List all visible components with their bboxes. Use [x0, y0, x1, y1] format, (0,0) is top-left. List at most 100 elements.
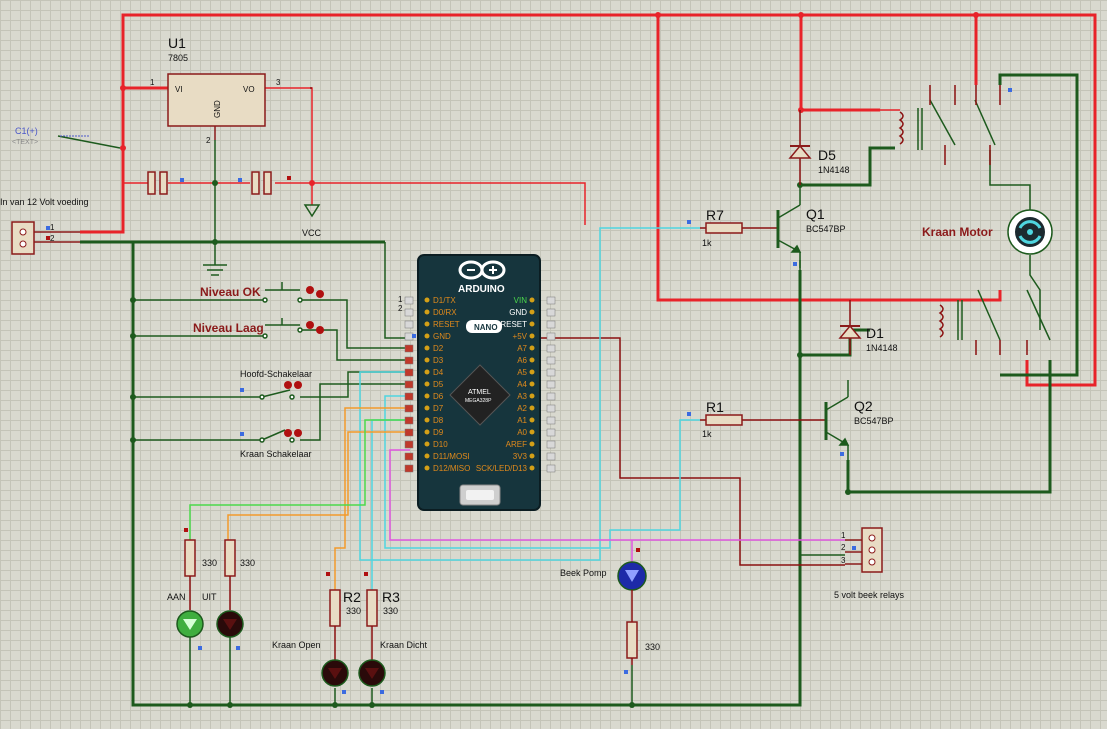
d5-part: 1N4148	[818, 165, 850, 175]
ground-branches	[133, 140, 1041, 705]
arduino-left-pin-pad	[424, 309, 430, 315]
arduino-left-pin-label: D12/MISO	[433, 464, 470, 473]
arduino-right-pin-label: GND	[509, 308, 527, 317]
arduino-right-pin-pad	[529, 441, 535, 447]
arduino-left-pin-label: RESET	[433, 320, 460, 329]
green-signal-wire	[189, 419, 410, 540]
vcc-label: VCC	[302, 228, 322, 238]
relay-header-pin3: 3	[841, 556, 846, 565]
relay-2	[938, 289, 1051, 355]
arduino-left-pin-header	[404, 404, 414, 413]
power-input-pin1: 1	[50, 223, 55, 232]
regulator-pin2: 2	[206, 136, 211, 145]
pomp-resistor-value: 330	[645, 642, 660, 652]
motor	[1007, 209, 1053, 255]
arduino-left-pin-label: D8	[433, 416, 444, 425]
mcu-brand: ATMEL	[468, 389, 491, 396]
arduino-right-pin-label: 3V3	[513, 452, 528, 461]
led-uit-resistor-value: 330	[240, 558, 255, 568]
regulator-gnd: GND	[213, 100, 222, 118]
d5-ref: D5	[818, 147, 836, 163]
label-niveau-ok: Niveau OK	[200, 285, 261, 299]
arduino-right-pin-pad	[529, 309, 535, 315]
arduino-nano: ARDUINO NANO ATMEL MEGA328P D1/TXD0/RXRE…	[404, 254, 556, 511]
transistor-q2	[824, 380, 850, 460]
arduino-right-pin-pad	[529, 465, 535, 471]
arduino-right-pin-header	[546, 452, 556, 461]
resistor-led-uit	[224, 539, 236, 610]
power-input-pin2: 2	[50, 234, 55, 243]
resistor-r7	[700, 222, 743, 234]
cap-terminal-ref: C1(+)	[15, 126, 38, 136]
arduino-logo	[458, 260, 506, 280]
magenta-wire	[389, 449, 845, 541]
arduino-right-pin-label: AREF	[506, 440, 527, 449]
mcu-chip: ATMEL MEGA328P	[449, 364, 511, 426]
cap-terminal-text: <TEXT>	[12, 139, 38, 146]
led-kraan-open-label: Kraan Open	[272, 640, 321, 650]
arduino-right-pin-header	[546, 356, 556, 365]
r1-ref: R1	[706, 399, 724, 415]
arduino-left-pin-header	[404, 428, 414, 437]
arduino-right-pin-label: A1	[517, 416, 527, 425]
resistor-r2	[329, 589, 341, 660]
arduino-left-pin-header	[404, 452, 414, 461]
arduino-right-pin-pad	[529, 405, 535, 411]
d1-part: 1N4148	[866, 343, 898, 353]
regulator-vo: VO	[243, 85, 255, 94]
relay-header-pin1: 1	[841, 531, 846, 540]
switch-kraan	[250, 429, 302, 443]
arduino-right-pin-label: A5	[517, 368, 527, 377]
q2-part: BC547BP	[854, 416, 894, 426]
arduino-left-pin-pad	[424, 393, 430, 399]
arduino-left-pin-header	[404, 440, 414, 449]
arduino-left-pin-pad	[424, 333, 430, 339]
arduino-brand: ARDUINO	[458, 284, 505, 295]
beek-pomp	[617, 540, 647, 665]
arduino-left-pin-header	[404, 392, 414, 401]
q1-ref: Q1	[806, 206, 825, 222]
arduino-right-pin-header	[546, 428, 556, 437]
regulator-part: 7805	[168, 53, 188, 63]
regulator-ref: U1	[168, 35, 186, 51]
arduino-left-pin-label: D9	[433, 428, 444, 437]
arduino-right-pin-header	[546, 440, 556, 449]
led-kraan-dicht-label: Kraan Dicht	[380, 640, 428, 650]
arduino-left-pin-pad	[424, 357, 430, 363]
arduino-right-pin-pad	[529, 357, 535, 363]
r7-ref: R7	[706, 207, 724, 223]
r1-value: 1k	[702, 429, 712, 439]
regulator-pin3: 3	[276, 78, 281, 87]
arduino-left-pin-label: D11/MOSI	[433, 452, 470, 461]
r3-ref: R3	[382, 589, 400, 605]
power-input-connector: 1 2	[11, 221, 80, 255]
relay-header-connector: 1 2 3	[841, 527, 883, 573]
arduino-left-pin-pad	[424, 441, 430, 447]
diode-d5	[788, 110, 812, 185]
arduino-right-pin-pad	[529, 429, 535, 435]
arduino-right-pin-header	[546, 416, 556, 425]
arduino-left-pin-header	[404, 308, 414, 317]
arduino-right-pin-header	[546, 296, 556, 305]
arduino-header-1: 1	[398, 295, 403, 304]
arduino-left-pin-label: D10	[433, 440, 448, 449]
arduino-right-pins: VINGNDRESET+5VA7A6A5A4A3A2A1A0AREF3V3SCK…	[476, 296, 556, 473]
arduino-model: NANO	[474, 323, 498, 332]
led-uit	[216, 610, 244, 660]
arduino-right-pin-pad	[529, 381, 535, 387]
arduino-right-pin-header	[546, 308, 556, 317]
relay-header-pin2: 2	[841, 543, 846, 552]
resistor-led-aan	[184, 539, 196, 610]
voltage-regulator: VI VO GND 1 2 3	[150, 73, 281, 145]
arduino-left-pin-header	[404, 356, 414, 365]
arduino-left-pin-label: D3	[433, 356, 444, 365]
arduino-left-pin-pad	[424, 345, 430, 351]
led-uit-label: UIT	[202, 592, 217, 602]
arduino-left-pin-label: D6	[433, 392, 444, 401]
arduino-right-pin-pad	[529, 321, 535, 327]
arduino-left-pin-header	[404, 320, 414, 329]
diode-d1	[838, 300, 862, 355]
arduino-right-pin-pad	[529, 369, 535, 375]
arduino-right-pin-header	[546, 332, 556, 341]
